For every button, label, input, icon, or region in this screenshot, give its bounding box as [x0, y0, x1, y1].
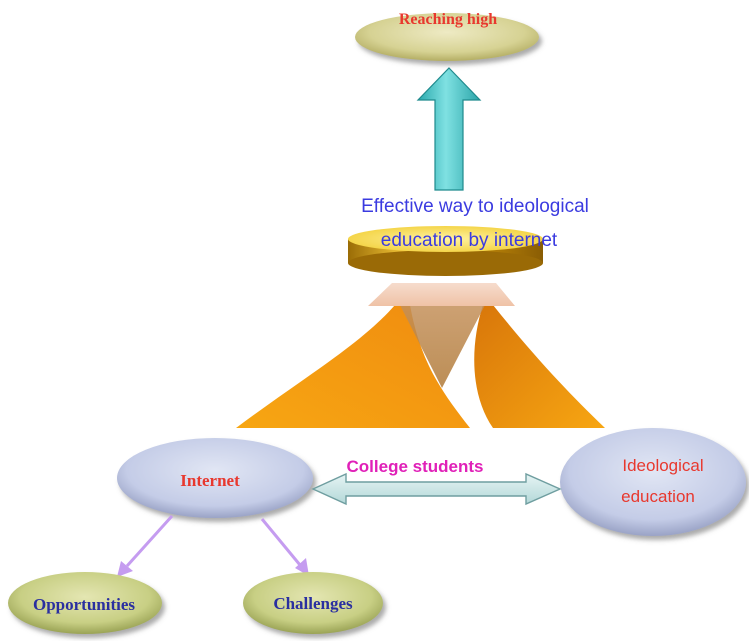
up-arrow — [416, 67, 482, 191]
platform-label-line1: Effective way to ideological — [361, 196, 589, 217]
ideological-education-ellipse — [560, 428, 746, 536]
opportunities-label: Opportunities — [33, 595, 135, 614]
internet-ellipse — [117, 438, 313, 518]
opportunities-ellipse — [8, 572, 162, 634]
reaching-high-ellipse — [355, 13, 539, 61]
left-sweep-shape — [236, 305, 470, 428]
ideological-label-line1: Ideological — [622, 456, 703, 475]
branch-arrow-right — [260, 518, 309, 576]
reaching-high-label: Reaching high — [399, 11, 497, 28]
double-arrow — [311, 472, 562, 506]
platform-disc — [348, 226, 543, 276]
branch-arrow-left — [117, 514, 174, 577]
right-sweep-shape — [474, 305, 605, 428]
challenges-label: Challenges — [273, 594, 353, 613]
college-students-label: College students — [347, 457, 484, 476]
ideological-label-line2: education — [621, 487, 695, 506]
internet-label: Internet — [180, 471, 240, 490]
platform-label-line2: education by internet — [381, 230, 558, 251]
center-cone-shape — [400, 305, 485, 388]
platform-support-shape — [368, 283, 515, 306]
challenges-ellipse — [243, 572, 383, 634]
